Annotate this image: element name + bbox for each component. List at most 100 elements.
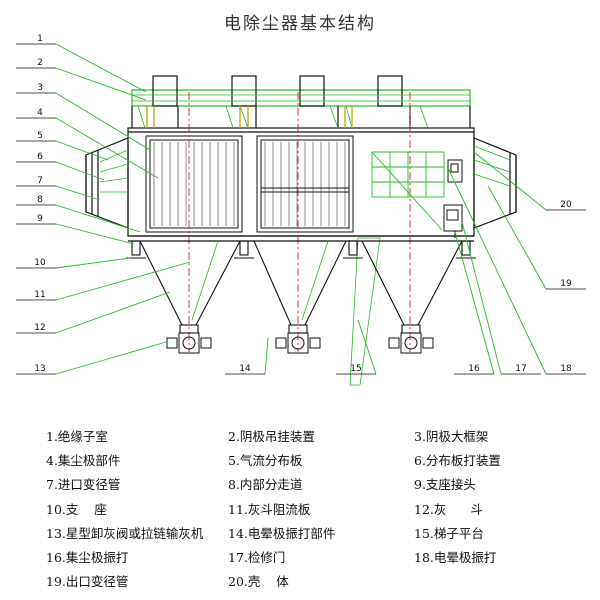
legend-item: 11.灰斗阻流板 — [228, 501, 311, 517]
callout-1: 1 — [16, 34, 56, 45]
callout-13: 13 — [16, 364, 56, 375]
roof-insulator-room — [131, 89, 471, 107]
legend-item: 6.分布板打装置 — [414, 453, 501, 469]
callout-number: 16 — [468, 364, 480, 374]
legend-item: 12.灰 斗 — [414, 501, 483, 517]
leader-line — [55, 67, 147, 101]
callout-number: 7 — [37, 176, 43, 186]
leader-line — [55, 291, 171, 334]
callout-number: 8 — [37, 195, 43, 205]
leader-line — [55, 185, 101, 201]
callout-number: 12 — [34, 323, 45, 333]
leader-line — [461, 221, 502, 375]
legend-item: 1.绝缘子室 — [46, 429, 108, 444]
leader-lines — [55, 43, 547, 375]
callout-number: 10 — [34, 258, 46, 268]
legend-item: 9.支座接头 — [414, 477, 476, 493]
supports — [126, 240, 476, 259]
callout-number: 1 — [37, 34, 43, 44]
legend-item: 17.检修门 — [228, 550, 286, 565]
inlet-hatch — [99, 149, 129, 193]
hopper-baffles — [191, 240, 329, 321]
leader-line — [55, 161, 105, 181]
callout-15: 15 — [336, 364, 376, 375]
electrode-field-1 — [145, 135, 243, 233]
callout-number: 11 — [34, 290, 45, 300]
hoppers — [139, 240, 463, 334]
callout-number: 5 — [37, 131, 43, 141]
leader-line — [487, 185, 547, 290]
callout-18: 18 — [546, 364, 586, 375]
legend-item: 4.集尘极部件 — [46, 453, 121, 469]
callout-3: 3 — [16, 83, 56, 94]
callout-number: 3 — [37, 83, 43, 93]
legend-item: 14.电晕极振打部件 — [228, 525, 336, 541]
legend-item: 13.星型卸灰阀或拉链输灰机 — [46, 525, 204, 541]
inlet-transition — [85, 137, 129, 229]
discharge-valves — [166, 332, 434, 354]
callout-number: 9 — [37, 214, 43, 224]
callout-number: 13 — [34, 364, 45, 374]
callout-7: 7 — [16, 176, 56, 187]
legend-item: 10.支 座 — [46, 501, 107, 517]
callout-12: 12 — [16, 323, 56, 334]
callout-number: 18 — [560, 364, 572, 374]
leader-line — [55, 257, 131, 269]
leader-line — [447, 167, 547, 375]
legend-item: 3.阴极大框架 — [414, 429, 489, 444]
leader-line — [55, 92, 151, 151]
callout-20: 20 — [546, 200, 586, 211]
callout-4: 4 — [16, 108, 56, 119]
center-lines — [188, 92, 411, 352]
callout-16: 16 — [454, 364, 494, 375]
leader-line — [55, 117, 159, 179]
outlet-transition — [473, 137, 517, 229]
collecting-plates — [153, 142, 346, 226]
leader-line — [55, 261, 191, 301]
callout-11: 11 — [16, 290, 56, 301]
leader-line — [264, 337, 269, 375]
leader-line — [473, 151, 547, 211]
leader-line — [55, 341, 167, 375]
legend-item: 7.进口变径管 — [46, 477, 121, 493]
leader-line — [55, 140, 109, 161]
roof-hatch — [132, 94, 470, 129]
callout-number: 15 — [350, 364, 361, 374]
legend-item: 5.气流分布板 — [228, 453, 303, 469]
legend-item: 15.梯子平台 — [414, 525, 484, 541]
callout-number: 19 — [560, 279, 572, 289]
callout-17: 17 — [501, 364, 541, 375]
callout-number: 6 — [37, 152, 43, 162]
callout-10: 10 — [16, 258, 56, 269]
legend-item: 20.壳 体 — [228, 574, 289, 590]
callout-19: 19 — [546, 279, 586, 290]
callout-number: 2 — [37, 58, 43, 68]
callout-number: 4 — [37, 108, 43, 118]
callout-9: 9 — [16, 214, 56, 225]
legend-item: 2.阴极吊挂装置 — [228, 429, 315, 444]
leader-line — [454, 231, 495, 375]
callout-2: 2 — [16, 58, 56, 69]
callout-5: 5 — [16, 131, 56, 142]
leader-line — [357, 319, 377, 375]
rapping-section — [371, 151, 445, 231]
leader-line — [55, 43, 147, 93]
callout-number: 20 — [560, 200, 572, 210]
callout-number: 14 — [239, 364, 251, 374]
legend-item: 8.内部分走道 — [228, 477, 303, 493]
callout-number: 17 — [515, 364, 526, 374]
callout-6: 6 — [16, 152, 56, 163]
insulators — [146, 106, 353, 128]
leader-line — [55, 204, 141, 233]
legend-item: 19.出口变径管 — [46, 574, 129, 590]
diagram-title: 电除尘器基本结构 — [224, 14, 376, 34]
leader-line — [55, 223, 135, 245]
legend-item: 18.电晕极振打 — [414, 550, 497, 565]
rapping-motor — [443, 159, 463, 238]
legend-item: 16.集尘极振打 — [46, 550, 129, 565]
ladder-platform — [349, 237, 381, 386]
callout-14: 14 — [225, 364, 265, 375]
